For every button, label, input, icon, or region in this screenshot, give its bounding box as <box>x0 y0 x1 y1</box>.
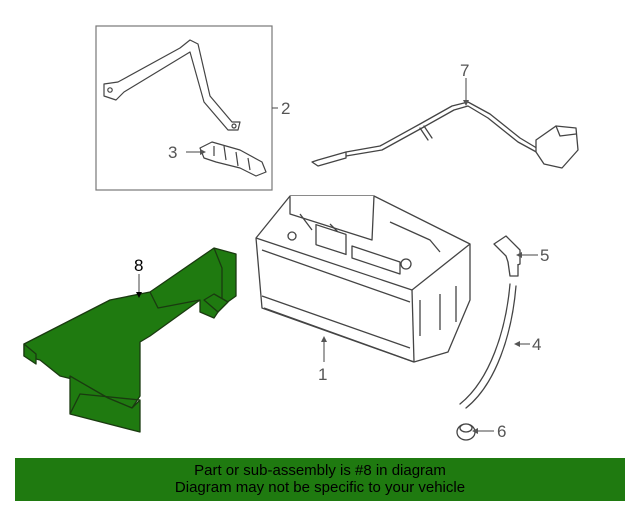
leader-lines <box>138 78 538 432</box>
leader-arrowheads <box>136 100 522 434</box>
part-2-bracket[interactable] <box>103 39 241 131</box>
part-6-cap[interactable] <box>456 423 476 441</box>
callout-5: 5 <box>540 246 549 265</box>
callout-3: 3 <box>168 143 177 162</box>
parts-diagram: 1 2 3 4 5 6 7 8 <box>23 25 579 441</box>
banner-line-2: Diagram may not be specific to your vehi… <box>174 479 466 496</box>
part-3-clamp[interactable] <box>199 141 267 177</box>
callout-4: 4 <box>532 335 541 354</box>
callout-7: 7 <box>460 61 469 80</box>
callout-6: 6 <box>497 422 506 441</box>
part-8-duct[interactable] <box>23 247 237 433</box>
banner-line-1: Part or sub-assembly is #8 in diagram <box>194 462 446 479</box>
callout-2: 2 <box>281 99 290 118</box>
info-banner: Part or sub-assembly is #8 in diagram Di… <box>15 458 625 501</box>
part-4-hose[interactable] <box>459 283 517 409</box>
part-5-fitting[interactable] <box>493 235 521 277</box>
part-1-battery[interactable] <box>255 195 471 363</box>
callout-1: 1 <box>318 365 327 384</box>
part-7-cable[interactable] <box>311 101 579 169</box>
callout-8: 8 <box>134 256 143 275</box>
